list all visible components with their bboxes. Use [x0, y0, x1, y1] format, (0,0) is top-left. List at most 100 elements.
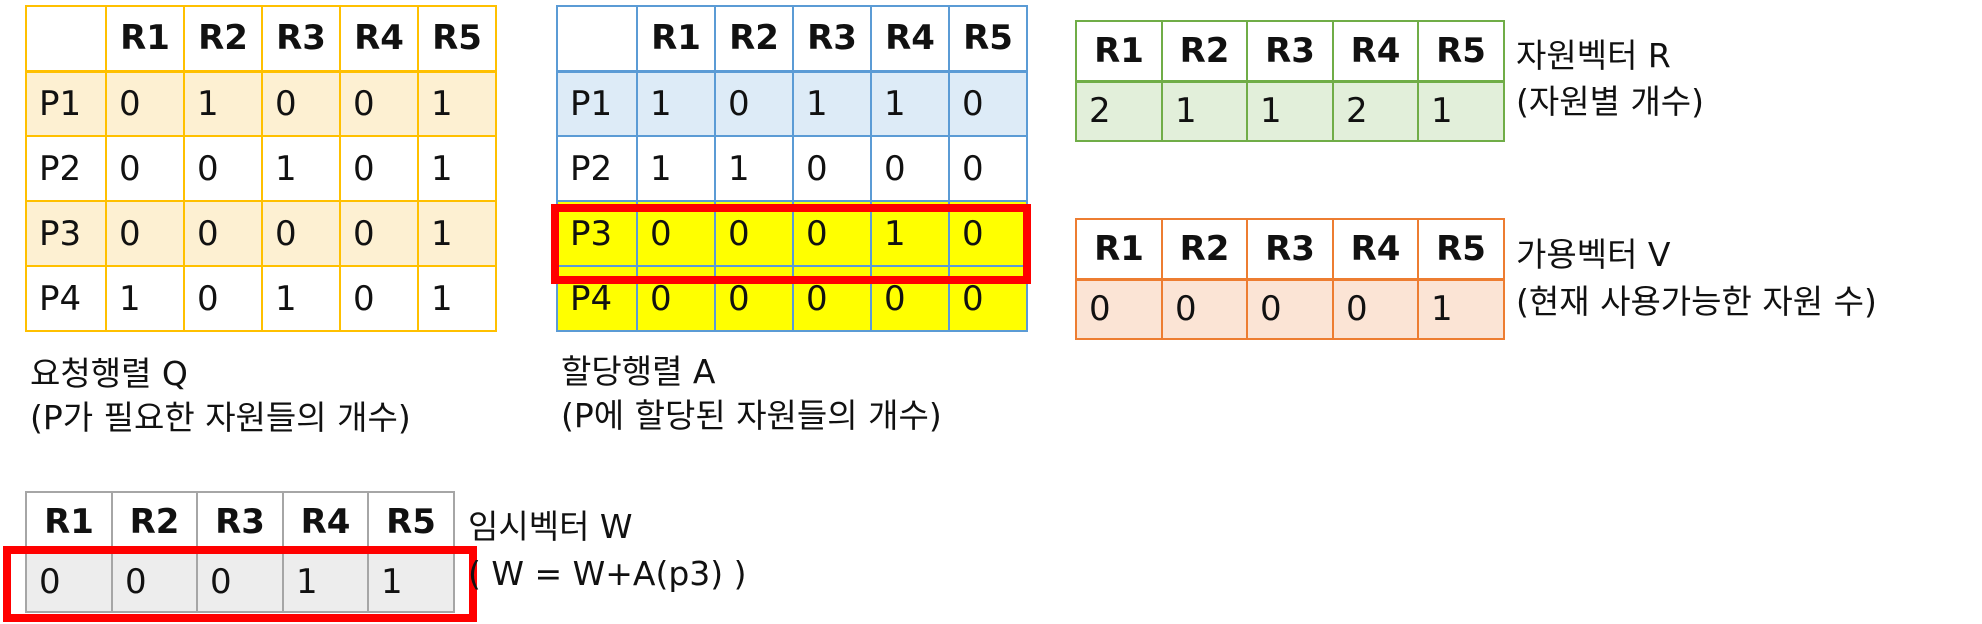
value-cell: 0 [1161, 278, 1248, 340]
value-cell: 0 [948, 135, 1028, 202]
value-cell: 0 [1332, 278, 1419, 340]
value-cell: 1 [417, 70, 497, 137]
value-cell: 1 [714, 135, 794, 202]
value-cell: 0 [183, 265, 263, 332]
table-row: P1 1 0 1 1 0 [556, 70, 1028, 137]
value-cell: 1 [870, 70, 950, 137]
value-cell: 1 [1417, 278, 1505, 340]
process-label: P2 [556, 135, 638, 202]
value-cell: 0 [1246, 278, 1334, 340]
header-cell: R4 [282, 491, 369, 554]
value-cell: 0 [339, 265, 419, 332]
table-row: P2 1 1 0 0 0 [556, 135, 1028, 202]
resource-vector-subtitle: (자원별 개수) [1516, 82, 1705, 121]
process-label: P4 [25, 265, 107, 332]
temp-vector-subtitle: ( W = W+A(p3) ) [468, 554, 747, 593]
header-cell: R2 [714, 5, 794, 73]
header-cell: R2 [111, 491, 198, 554]
header-cell: R5 [417, 5, 497, 73]
corner-cell [556, 5, 638, 73]
value-cell: 0 [183, 135, 263, 202]
value-cell: 0 [792, 135, 872, 202]
p3-row-highlight [551, 204, 1031, 284]
corner-cell [25, 5, 107, 73]
value-cell: 1 [261, 265, 341, 332]
value-cell: 1 [183, 70, 263, 137]
value-cell: 0 [714, 70, 794, 137]
value-cell: 0 [105, 200, 185, 267]
header-row: R1 R2 R3 R4 R5 [1075, 218, 1505, 281]
value-cell: 0 [105, 70, 185, 137]
header-cell: R3 [792, 5, 872, 73]
value-cell: 1 [417, 200, 497, 267]
header-cell: R3 [1246, 20, 1334, 83]
header-cell: R5 [1417, 218, 1505, 281]
resource-vector-table: R1 R2 R3 R4 R5 2 1 1 2 1 [1075, 20, 1505, 142]
temp-vector-table: R1 R2 R3 R4 R5 0 0 0 1 1 [25, 491, 455, 613]
request-matrix-title: 요청행렬 Q [30, 354, 188, 393]
header-cell: R4 [1332, 218, 1419, 281]
process-label: P1 [25, 70, 107, 137]
value-cell: 1 [636, 70, 716, 137]
header-cell: R1 [25, 491, 113, 554]
available-vector-subtitle: (현재 사용가능한 자원 수) [1516, 282, 1877, 321]
value-cell: 0 [339, 70, 419, 137]
request-matrix-subtitle: (P가 필요한 자원들의 개수) [30, 398, 411, 437]
value-cell: 2 [1332, 80, 1419, 142]
value-cell: 0 [25, 551, 113, 613]
value-cell: 1 [261, 135, 341, 202]
table-row: P4 1 0 1 0 1 [25, 265, 497, 332]
header-row: R1 R2 R3 R4 R5 [25, 491, 455, 554]
header-row: R1 R2 R3 R4 R5 [1075, 20, 1505, 83]
header-cell: R3 [1246, 218, 1334, 281]
header-cell: R2 [1161, 20, 1248, 83]
table-row: P2 0 0 1 0 1 [25, 135, 497, 202]
value-cell: 1 [417, 135, 497, 202]
value-cell: 0 [261, 70, 341, 137]
temp-vector-title: 임시벡터 W [468, 507, 633, 546]
value-cell: 1 [1161, 80, 1248, 142]
value-cell: 0 [870, 135, 950, 202]
value-cell: 0 [196, 551, 284, 613]
process-label: P1 [556, 70, 638, 137]
request-matrix-table: R1 R2 R3 R4 R5 P1 0 1 0 0 1 P2 0 0 1 0 1… [25, 5, 497, 332]
header-cell: R5 [1417, 20, 1505, 83]
header-cell: R1 [1075, 218, 1163, 281]
header-cell: R4 [870, 5, 950, 73]
header-cell: R1 [1075, 20, 1163, 83]
table-row: 0 0 0 0 1 [1075, 278, 1505, 340]
table-row: P3 0 0 0 0 1 [25, 200, 497, 267]
value-cell: 1 [367, 551, 455, 613]
header-cell: R2 [1161, 218, 1248, 281]
temp-vector-highlight [3, 546, 477, 622]
value-cell: 2 [1075, 80, 1163, 142]
header-cell: R3 [196, 491, 284, 554]
header-cell: R5 [948, 5, 1028, 73]
available-vector-table: R1 R2 R3 R4 R5 0 0 0 0 1 [1075, 218, 1505, 340]
header-cell: R1 [636, 5, 716, 73]
value-cell: 0 [105, 135, 185, 202]
value-cell: 0 [339, 135, 419, 202]
header-row: R1 R2 R3 R4 R5 [25, 5, 497, 73]
header-cell: R1 [105, 5, 185, 73]
header-cell: R2 [183, 5, 263, 73]
value-cell: 1 [1417, 80, 1505, 142]
value-cell: 1 [1246, 80, 1334, 142]
table-row: P1 0 1 0 0 1 [25, 70, 497, 137]
value-cell: 1 [105, 265, 185, 332]
table-row: 0 0 0 1 1 [25, 551, 455, 613]
value-cell: 0 [183, 200, 263, 267]
value-cell: 1 [636, 135, 716, 202]
process-label: P3 [25, 200, 107, 267]
value-cell: 0 [948, 70, 1028, 137]
value-cell: 0 [111, 551, 198, 613]
allocation-matrix-title: 할당행렬 A [561, 352, 716, 391]
value-cell: 1 [417, 265, 497, 332]
process-label: P2 [25, 135, 107, 202]
header-cell: R4 [339, 5, 419, 73]
header-row: R1 R2 R3 R4 R5 [556, 5, 1028, 73]
header-cell: R5 [367, 491, 455, 554]
allocation-matrix-subtitle: (P에 할당된 자원들의 개수) [561, 396, 942, 435]
value-cell: 0 [339, 200, 419, 267]
value-cell: 0 [1075, 278, 1163, 340]
